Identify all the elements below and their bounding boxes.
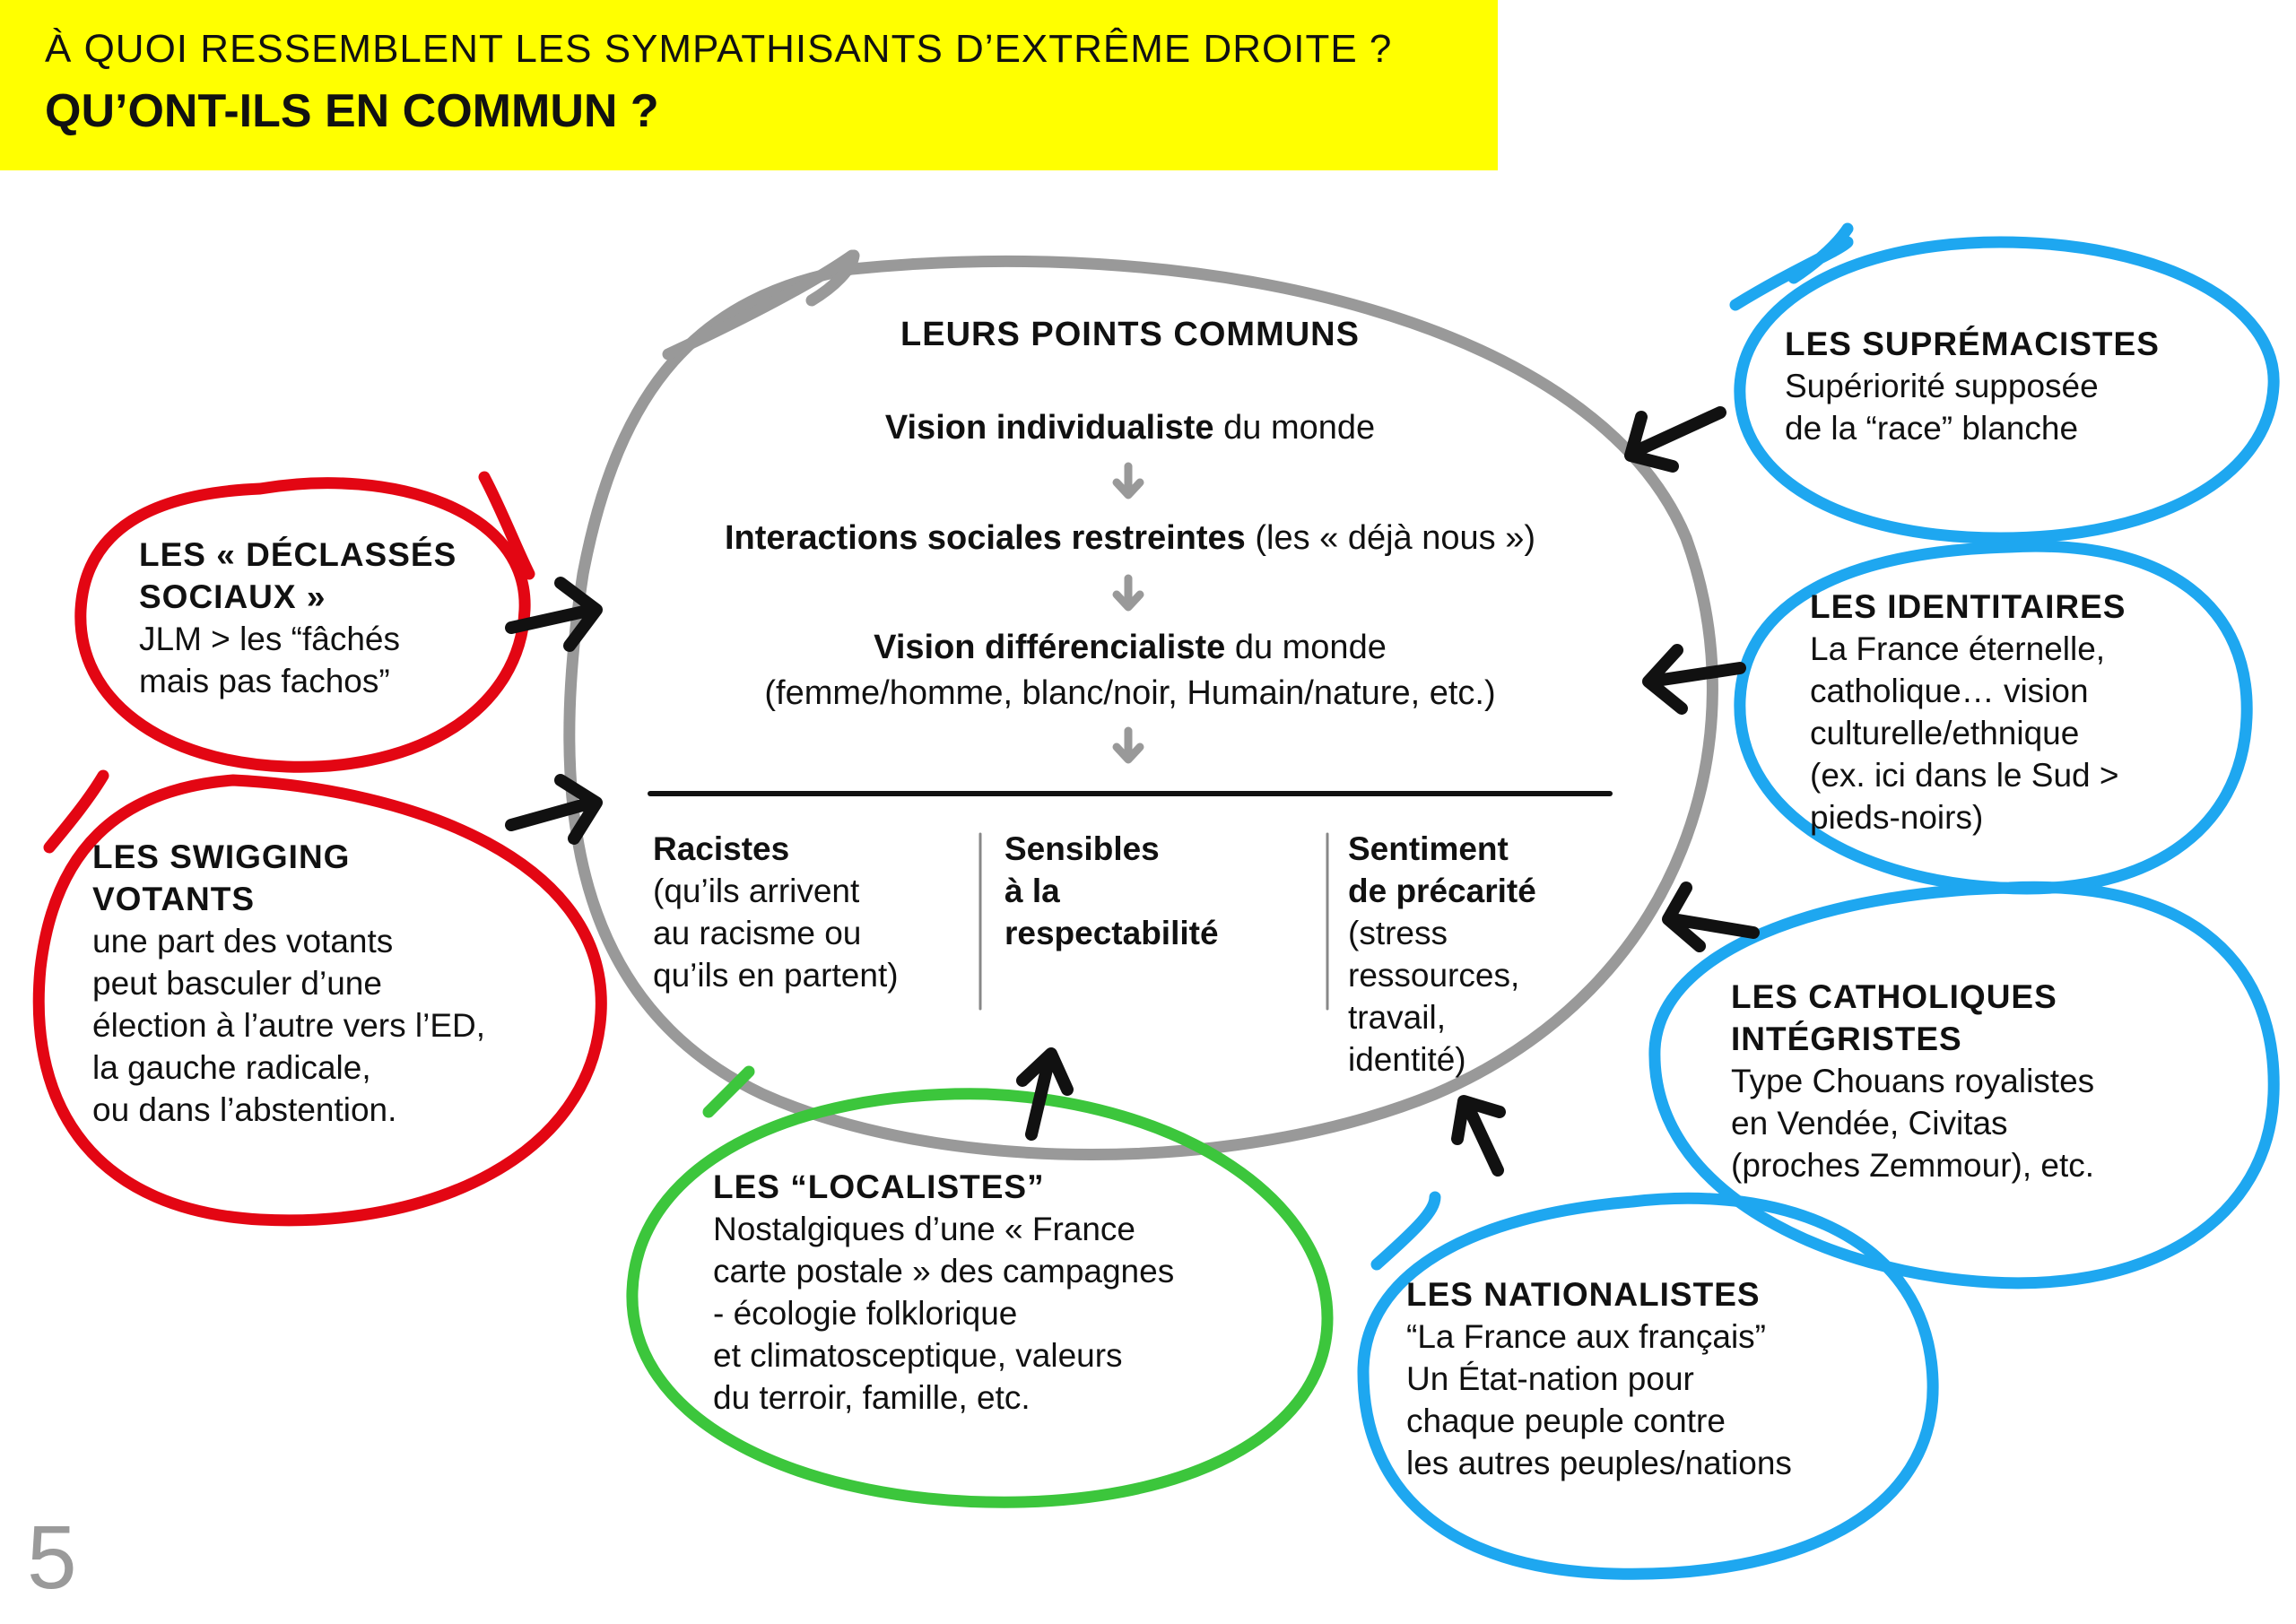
- center-line-1-rest: du monde: [1213, 409, 1376, 447]
- swigging-circle-tail: [43, 769, 109, 854]
- center-line-2-bold: Interactions sociales restreintes: [724, 519, 1246, 557]
- localistes-circle: [626, 1088, 1334, 1508]
- center-down-arrow-3: [1112, 726, 1144, 764]
- group-nationalistes: LES NATIONALISTES “La France aux françai…: [1406, 1273, 1792, 1484]
- center-down-arrow-2: [1112, 574, 1144, 612]
- arrow-catholiques: [1662, 881, 1760, 952]
- center-line-2: Interactions sociales restreintes (les «…: [628, 516, 1632, 560]
- title-subquestion: QU’ONT-ILS EN COMMUN ?: [45, 85, 659, 137]
- arrow-declasses: [505, 577, 603, 652]
- swigging-circle: [32, 774, 607, 1227]
- center-circle-stroke-tail: [662, 249, 860, 360]
- column-precarite-text: (stress ressources, travail, identité): [1348, 915, 1520, 1078]
- localistes-circle-tail: [702, 1065, 755, 1118]
- group-swigging-title: LES SWIGGING VOTANTS: [92, 838, 351, 917]
- center-line-1-bold: Vision individualiste: [884, 409, 1214, 447]
- group-nationalistes-title: LES NATIONALISTES: [1406, 1276, 1761, 1313]
- column-racistes-title: Racistes: [653, 830, 790, 867]
- arrow-identitaires: [1642, 644, 1746, 715]
- group-declasses: LES « DÉCLASSÉS SOCIAUX » JLM > les “fâc…: [139, 534, 457, 702]
- group-identitaires-title: LES IDENTITAIRES: [1810, 588, 2126, 625]
- arrow-localistes: [1016, 1047, 1074, 1141]
- column-racistes-text: (qu’ils arrivent au racisme ou qu’ils en…: [653, 873, 899, 994]
- group-supremacistes-text: Supériorité supposée de la “race” blanch…: [1785, 368, 2099, 447]
- center-down-arrow-1: [1112, 462, 1144, 499]
- group-identitaires-text: La France éternelle, catholique… vision …: [1810, 630, 2119, 836]
- page-number: 5: [27, 1507, 77, 1608]
- group-nationalistes-text: “La France aux français” Un État-nation …: [1406, 1318, 1792, 1481]
- center-line-1: Vision individualiste du monde: [655, 405, 1605, 450]
- declasses-circle: [74, 477, 531, 773]
- title-question: À QUOI RESSEMBLENT LES SYMPATHISANTS D’E…: [45, 27, 1393, 71]
- column-respectabilite-title: Sensibles à la respectabilité: [1004, 830, 1219, 951]
- arrow-nationalistes: [1451, 1095, 1506, 1177]
- column-racistes: Racistes (qu’ils arrivent au racisme ou …: [653, 828, 899, 996]
- group-supremacistes: LES SUPRÉMACISTES Supériorité supposée d…: [1785, 323, 2160, 449]
- column-precarite: Sentiment de précarité (stress ressource…: [1348, 828, 1536, 1081]
- nationalistes-circle: [1357, 1192, 1939, 1580]
- group-localistes-text: Nostalgiques d’une « France carte postal…: [713, 1211, 1175, 1416]
- group-identitaires: LES IDENTITAIRES La France éternelle, ca…: [1810, 586, 2126, 838]
- supremacistes-circle-tail: [1729, 222, 1854, 311]
- center-heading: LEURS POINTS COMMUNS: [900, 316, 1360, 353]
- arrow-swigging: [505, 774, 603, 845]
- center-line-2-rest: (les « déjà nous »): [1245, 519, 1535, 557]
- group-declasses-title: LES « DÉCLASSÉS SOCIAUX »: [139, 536, 457, 615]
- nationalistes-circle-tail: [1370, 1191, 1441, 1271]
- catholiques-circle: [1648, 881, 2280, 1290]
- center-line-3-rest: du monde: [1225, 629, 1387, 666]
- group-declasses-text: JLM > les “fâchés mais pas fachos”: [139, 621, 400, 699]
- group-swigging-text: une part des votants peut basculer d’une…: [92, 923, 486, 1128]
- supremacistes-circle: [1734, 236, 2280, 544]
- center-line-4: (femme/homme, blanc/noir, Humain/nature,…: [764, 674, 1496, 712]
- group-supremacistes-title: LES SUPRÉMACISTES: [1785, 326, 2160, 362]
- center-circle: [563, 255, 1718, 1160]
- group-catholiques-title: LES CATHOLIQUES INTÉGRISTES: [1731, 978, 2057, 1057]
- header-banner: À QUOI RESSEMBLENT LES SYMPATHISANTS D’E…: [0, 0, 1498, 170]
- center-line-3: Vision différencialiste du monde: [655, 625, 1605, 670]
- column-precarite-title: Sentiment de précarité: [1348, 830, 1536, 909]
- group-catholiques: LES CATHOLIQUES INTÉGRISTES Type Chouans…: [1731, 976, 2094, 1186]
- group-localistes-title: LES “LOCALISTES”: [713, 1168, 1045, 1205]
- column-respectabilite: Sensibles à la respectabilité: [1004, 828, 1219, 954]
- arrow-supremacistes: [1624, 406, 1726, 473]
- group-swigging: LES SWIGGING VOTANTS une part des votant…: [92, 836, 485, 1131]
- group-catholiques-text: Type Chouans royalistes en Vendée, Civit…: [1731, 1063, 2095, 1184]
- group-localistes: LES “LOCALISTES” Nostalgiques d’une « Fr…: [713, 1166, 1174, 1419]
- center-line-3-bold: Vision différencialiste: [874, 629, 1226, 666]
- declasses-circle-tail: [478, 471, 535, 580]
